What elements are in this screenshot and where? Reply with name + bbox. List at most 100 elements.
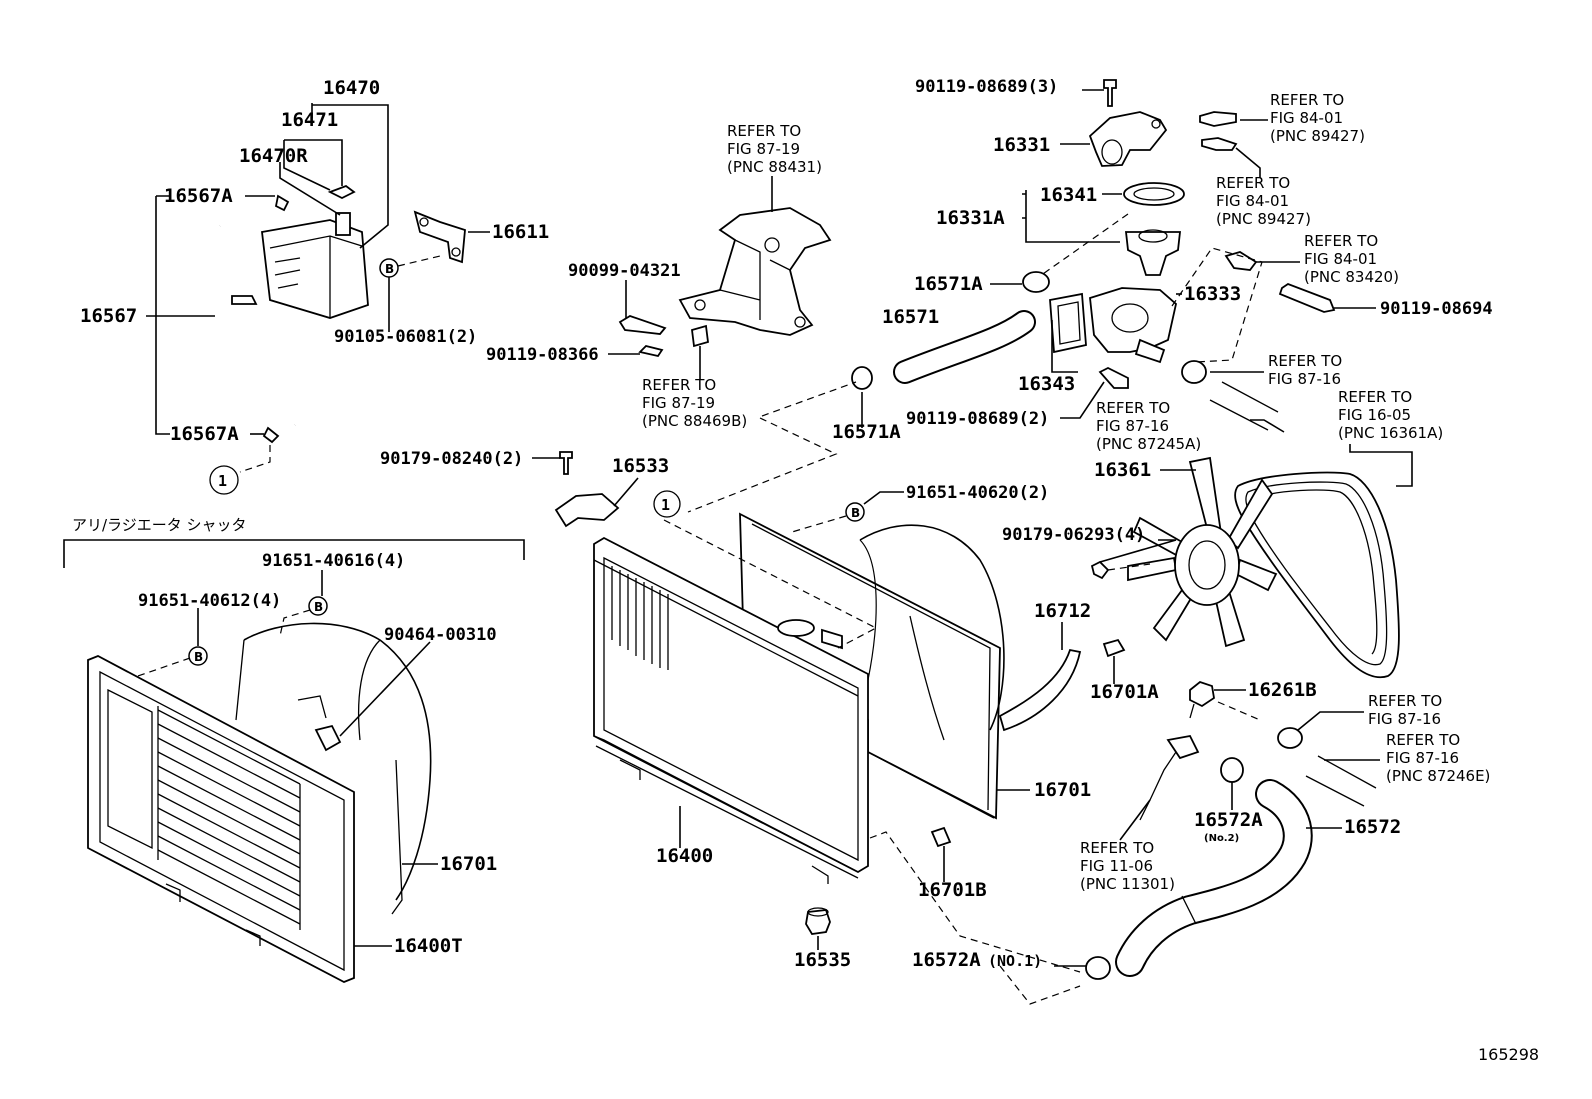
ref-11301-line1: REFER TO [1080, 839, 1154, 857]
label-16400: 16400 [656, 845, 713, 867]
alternator-bracket [678, 207, 832, 336]
label-16572A-no2: 16572A [1194, 809, 1263, 831]
callout-circle-1-left [209, 465, 239, 495]
svg-text:B: B [385, 262, 394, 276]
reservoir-tank-group: B 1 [146, 103, 490, 495]
reservoir-cap-seal [327, 184, 356, 200]
label-16343: 16343 [1018, 373, 1075, 395]
label-16331A: 16331A [936, 207, 1005, 229]
label-16331: 16331 [993, 134, 1050, 156]
bolt-90179-06293 [1090, 560, 1110, 580]
label-16261B: 16261B [1248, 679, 1317, 701]
thermostat-group [851, 79, 1376, 433]
label-16571: 16571 [882, 306, 939, 328]
fan-belt-group [1090, 444, 1413, 679]
ref-87245A-line1: REFER TO [1096, 399, 1170, 417]
label-16572A-no2-suffix: (No.2) [1204, 833, 1239, 844]
label-16611: 16611 [492, 221, 549, 243]
label-16333: 16333 [1184, 283, 1241, 305]
sensor-89427-a [1199, 111, 1237, 127]
fan-shroud-ring [859, 524, 1005, 731]
hose-clamp-16571A-top [1022, 271, 1050, 293]
hose-clamp-16571A-bottom [851, 366, 873, 390]
callout-circle-1-center [653, 490, 681, 518]
label-16400T: 16400T [394, 935, 463, 957]
ref-88469B-line3: (PNC 88469B) [642, 412, 747, 430]
engine-pipe-11301 [1166, 734, 1200, 760]
label-16533: 16533 [612, 455, 669, 477]
ref-87-16-a-line2: FIG 87-16 [1268, 370, 1341, 388]
radiator-support-16533 [554, 493, 620, 528]
ref-88431-line2: FIG 87-19 [727, 140, 800, 158]
ref-87-16-b-line2: FIG 87-16 [1368, 710, 1441, 728]
callout-1-center: 1 [661, 496, 670, 514]
label-91651-40612: 91651-40612(4) [138, 591, 281, 611]
bracket-block [691, 324, 709, 348]
label-16572A-no1-suffix: (NO.1) [988, 952, 1042, 970]
label-90105-06081: 90105-06081(2) [334, 327, 477, 347]
ref-87246E-line3: (PNC 87246E) [1386, 767, 1490, 785]
label-16701-right: 16701 [1034, 779, 1091, 801]
ref-89427-b-line3: (PNC 89427) [1216, 210, 1311, 228]
label-16572: 16572 [1344, 816, 1401, 838]
label-16701B: 16701B [918, 879, 987, 901]
ref-87-16-a-line1: REFER TO [1268, 352, 1342, 370]
ref-87245A-line2: FIG 87-16 [1096, 417, 1169, 435]
label-90464-00310: 90464-00310 [384, 625, 497, 645]
lower-hose-group [1054, 680, 1380, 980]
ref-16361A-line1: REFER TO [1338, 388, 1412, 406]
label-16341: 16341 [1040, 184, 1097, 206]
ref-87-16-b-line1: REFER TO [1368, 692, 1442, 710]
water-outlet [1089, 287, 1177, 353]
ref-83420-line1: REFER TO [1304, 232, 1378, 250]
figure-id: 165298 [1478, 1045, 1539, 1064]
sensor-83420 [1224, 251, 1258, 271]
label-16567A-bottom: 16567A [170, 423, 239, 445]
radiator-shutter-group: アリ/ラジエータ シャッタ B B [63, 516, 525, 983]
ref-88431-line1: REFER TO [727, 122, 801, 140]
bolt-90119-08689-2 [1098, 366, 1129, 389]
hose-clamp-bottom [262, 426, 280, 444]
label-91651-40620: 91651-40620(2) [906, 483, 1049, 503]
label-16712: 16712 [1034, 600, 1091, 622]
label-16471: 16471 [281, 109, 338, 131]
ref-16361A-line3: (PNC 16361A) [1338, 424, 1443, 442]
water-inlet [1088, 111, 1168, 167]
sensor-89427-b [1201, 137, 1238, 151]
label-16567: 16567 [80, 305, 137, 327]
drain-cock-16261B [1189, 680, 1215, 708]
label-90119-08366: 90119-08366 [486, 345, 599, 365]
shroud-seal [998, 648, 1082, 732]
ref-87245A-line3: (PNC 87245A) [1096, 435, 1201, 453]
bolt-90099-04321 [618, 315, 667, 335]
ref-87246E-line1: REFER TO [1386, 731, 1460, 749]
cooling-fan [1127, 456, 1278, 648]
hose-clamp-87-16 [1277, 727, 1303, 749]
ref-89427-a-line2: FIG 84-01 [1270, 109, 1343, 127]
label-16567A-top: 16567A [164, 185, 233, 207]
label-16571A-top: 16571A [914, 273, 983, 295]
outlet-gasket [1049, 292, 1087, 354]
reservoir-bracket [413, 210, 466, 264]
label-16361: 16361 [1094, 459, 1151, 481]
ref-88469B-line1: REFER TO [642, 376, 716, 394]
bolt-90119-08689-3 [1103, 79, 1117, 107]
upper-radiator-hose [895, 312, 1034, 382]
clip-90464-00310 [314, 724, 342, 752]
ref-89427-b-line2: FIG 84-01 [1216, 192, 1289, 210]
thermostat [1124, 231, 1182, 276]
ref-89427-a-line1: REFER TO [1270, 91, 1344, 109]
ref-88469B-line2: FIG 87-19 [642, 394, 715, 412]
label-91651-40616: 91651-40616(4) [262, 551, 405, 571]
radiator-shutter-frame [87, 655, 355, 983]
label-16470: 16470 [323, 77, 380, 99]
shutter-fan-shroud [243, 622, 432, 901]
label-90179-06293: 90179-06293(4) [1002, 525, 1145, 545]
label-16535: 16535 [794, 949, 851, 971]
callout-1-left: 1 [218, 472, 227, 490]
hose-clamp-outlet [1181, 360, 1207, 384]
label-16571A-bottom: 16571A [832, 421, 901, 443]
lower-radiator-hose [1117, 781, 1311, 975]
